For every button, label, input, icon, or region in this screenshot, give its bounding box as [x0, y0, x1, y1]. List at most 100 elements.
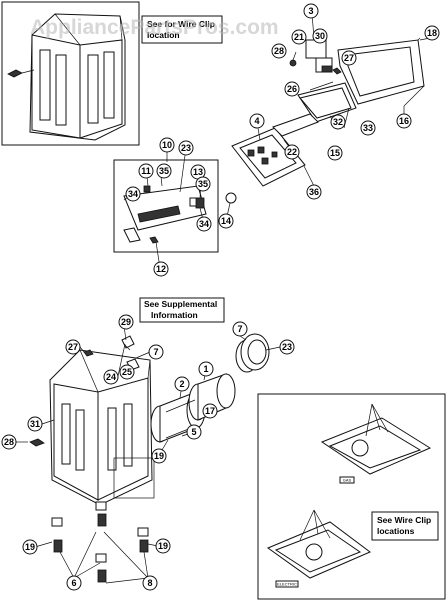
- svg-text:24: 24: [106, 372, 116, 382]
- svg-text:7: 7: [153, 347, 158, 357]
- svg-text:1: 1: [203, 364, 208, 374]
- callout-c6: 6: [66, 575, 82, 591]
- callout-c34a: 34: [125, 186, 141, 202]
- svg-text:28: 28: [274, 46, 284, 56]
- note-supplemental-line2: Information: [151, 310, 198, 320]
- note-supplemental-line1: See Supplemental: [144, 299, 217, 309]
- callout-c22: 22: [284, 144, 300, 160]
- callout-c33: 33: [360, 120, 376, 136]
- callout-c35b: 35: [195, 176, 211, 192]
- callout-c12: 12: [153, 261, 169, 277]
- callout-c8: 8: [142, 575, 158, 591]
- callout-c31: 31: [27, 416, 43, 432]
- console-back-panel: [297, 81, 357, 123]
- svg-text:34: 34: [199, 219, 209, 229]
- wire-clip-icon: [7, 69, 35, 78]
- callout-c7a: 7: [232, 321, 248, 337]
- callout-c10: 10: [159, 137, 175, 153]
- feet: [51, 501, 149, 584]
- callout-c23a: 23: [178, 140, 194, 156]
- callout-c19c: 19: [155, 538, 171, 554]
- base-gas: GAS: [320, 403, 432, 484]
- svg-text:21: 21: [294, 32, 304, 42]
- svg-text:3: 3: [308, 6, 313, 16]
- svg-text:16: 16: [399, 116, 409, 126]
- callout-c15: 15: [327, 145, 343, 161]
- svg-text:13: 13: [193, 167, 203, 177]
- svg-text:12: 12: [156, 264, 166, 274]
- svg-text:6: 6: [71, 578, 76, 588]
- note-wire-clip-top-line2: location: [147, 30, 180, 40]
- svg-text:26: 26: [287, 84, 297, 94]
- callout-c13: 13: [190, 164, 206, 180]
- top-cover: [337, 37, 425, 107]
- callout-c18: 18: [424, 25, 440, 41]
- note-supplemental: See Supplemental Information: [139, 297, 225, 323]
- callout-c35a: 35: [156, 163, 172, 179]
- control-board: [225, 113, 319, 204]
- callout-c24: 24: [103, 369, 119, 385]
- callout-c4: 4: [249, 113, 265, 129]
- callout-c16: 16: [396, 113, 412, 129]
- door-ring: [235, 333, 270, 373]
- callout-c30: 30: [312, 28, 328, 44]
- screw-icon: [289, 59, 297, 67]
- note-wire-clip-bottom: See Wire Clip locations: [371, 511, 439, 541]
- svg-text:28: 28: [4, 437, 14, 447]
- svg-text:2: 2: [179, 379, 184, 389]
- svg-text:7: 7: [237, 324, 242, 334]
- callout-c11: 11: [138, 163, 154, 179]
- callout-c36: 36: [306, 184, 322, 200]
- svg-text:34: 34: [128, 189, 138, 199]
- svg-text:33: 33: [363, 123, 373, 133]
- callout-c27b: 27: [65, 339, 81, 355]
- svg-text:19: 19: [25, 542, 35, 552]
- timer-assembly: [289, 39, 342, 75]
- callout-c28a: 28: [271, 43, 287, 59]
- note-wire-clip-top-line1: See for Wire Clip: [147, 19, 215, 29]
- svg-text:18: 18: [427, 28, 437, 38]
- note-wire-clip-bottom-line2: locations: [377, 526, 415, 536]
- callout-c7b: 7: [148, 344, 164, 360]
- svg-text:23: 23: [181, 143, 191, 153]
- svg-text:32: 32: [333, 117, 343, 127]
- svg-text:14: 14: [221, 216, 231, 226]
- watermark: AppliancePartsPros.com: [30, 16, 279, 39]
- callout-c32: 32: [330, 114, 346, 130]
- callout-c1: 1: [198, 361, 214, 377]
- note-wire-clip-top: See for Wire Clip location: [141, 15, 223, 44]
- callout-c21: 21: [291, 29, 307, 45]
- svg-text:19: 19: [154, 451, 164, 461]
- svg-text:19: 19: [158, 541, 168, 551]
- callout-c25: 25: [119, 364, 135, 380]
- note-wire-clip-bottom-line1: See Wire Clip: [377, 515, 431, 525]
- svg-text:17: 17: [205, 406, 215, 416]
- callout-c34b: 34: [196, 216, 212, 232]
- svg-text:25: 25: [122, 367, 132, 377]
- inset-cabinet-detail: [1, 1, 140, 146]
- svg-text:36: 36: [309, 187, 319, 197]
- callout-c28b: 28: [1, 434, 17, 450]
- svg-text:30: 30: [315, 31, 325, 41]
- svg-text:27: 27: [68, 342, 78, 352]
- svg-text:29: 29: [121, 317, 131, 327]
- callout-c14: 14: [218, 213, 234, 229]
- svg-text:11: 11: [141, 166, 151, 176]
- svg-text:35: 35: [198, 179, 208, 189]
- svg-text:8: 8: [147, 578, 152, 588]
- svg-text:4: 4: [254, 116, 259, 126]
- callout-c5: 5: [186, 424, 202, 440]
- callout-c17: 17: [202, 403, 218, 419]
- callout-c19a: 19: [151, 448, 167, 464]
- svg-text:10: 10: [162, 140, 172, 150]
- callout-c29: 29: [118, 314, 134, 330]
- callout-c26: 26: [284, 81, 300, 97]
- base-electric: ELECTRIC: [266, 509, 371, 588]
- inset-base-detail: GAS ELECTRIC See Wire Clip locations: [257, 393, 446, 600]
- tag-electric: ELECTRIC: [277, 582, 297, 587]
- svg-text:23: 23: [282, 342, 292, 352]
- callout-c2: 2: [174, 376, 190, 392]
- callout-c27a: 27: [341, 50, 357, 66]
- callout-c23b: 23: [279, 339, 295, 355]
- svg-text:5: 5: [191, 427, 196, 437]
